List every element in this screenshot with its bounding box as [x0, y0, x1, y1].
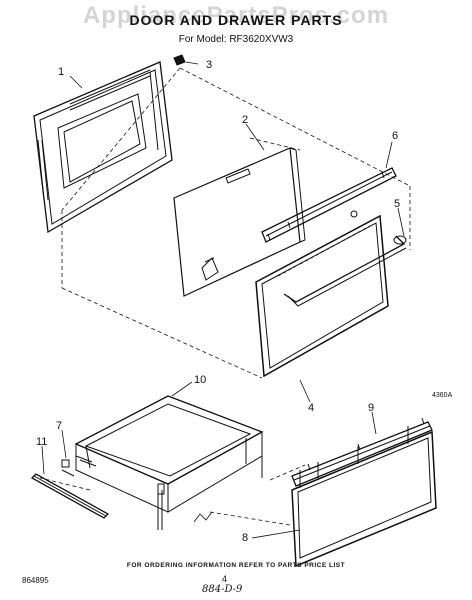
inner-panel-part-2	[173, 147, 306, 297]
model-label: For Model: RF3620XVW3	[178, 34, 294, 45]
page-title: DOOR AND DRAWER PARTS	[129, 12, 343, 28]
callout-3: 3	[206, 59, 213, 71]
drawer-part-10	[61, 395, 264, 530]
callout-9: 9	[368, 402, 375, 414]
trim-strip-part-6	[261, 167, 397, 243]
roller-part-7	[61, 459, 70, 468]
callout-7: 7	[56, 420, 63, 432]
leader-lines	[41, 61, 405, 539]
callout-2: 2	[242, 114, 249, 126]
handle-part-5	[283, 210, 407, 307]
callout-6: 6	[392, 130, 399, 142]
watermark-text: AppliancePartsPros.com	[82, 2, 390, 29]
door-frame-part-1	[33, 61, 173, 234]
callout-4: 4	[308, 402, 315, 414]
drawer-trim-part-9	[291, 417, 433, 487]
assembly-outline	[39, 67, 411, 526]
page-number: 4	[222, 574, 228, 584]
part-number: 864895	[22, 576, 49, 585]
handwritten-note: 884-D-9	[202, 584, 243, 595]
callout-11: 11	[36, 436, 48, 448]
ordering-instruction: FOR ORDERING INFORMATION REFER TO PARTS …	[126, 562, 346, 569]
slide-rail-part-11	[30, 473, 110, 519]
callout-8: 8	[242, 532, 249, 544]
break-mark	[193, 511, 213, 523]
callout-10: 10	[194, 374, 207, 386]
callout-5: 5	[394, 198, 401, 210]
drawer-front-part-8	[291, 426, 437, 568]
outer-door-part-4	[255, 214, 389, 378]
callout-1: 1	[58, 66, 65, 78]
figure-code: 4360A	[432, 392, 453, 399]
hinge-bracket-part-3	[173, 54, 186, 66]
